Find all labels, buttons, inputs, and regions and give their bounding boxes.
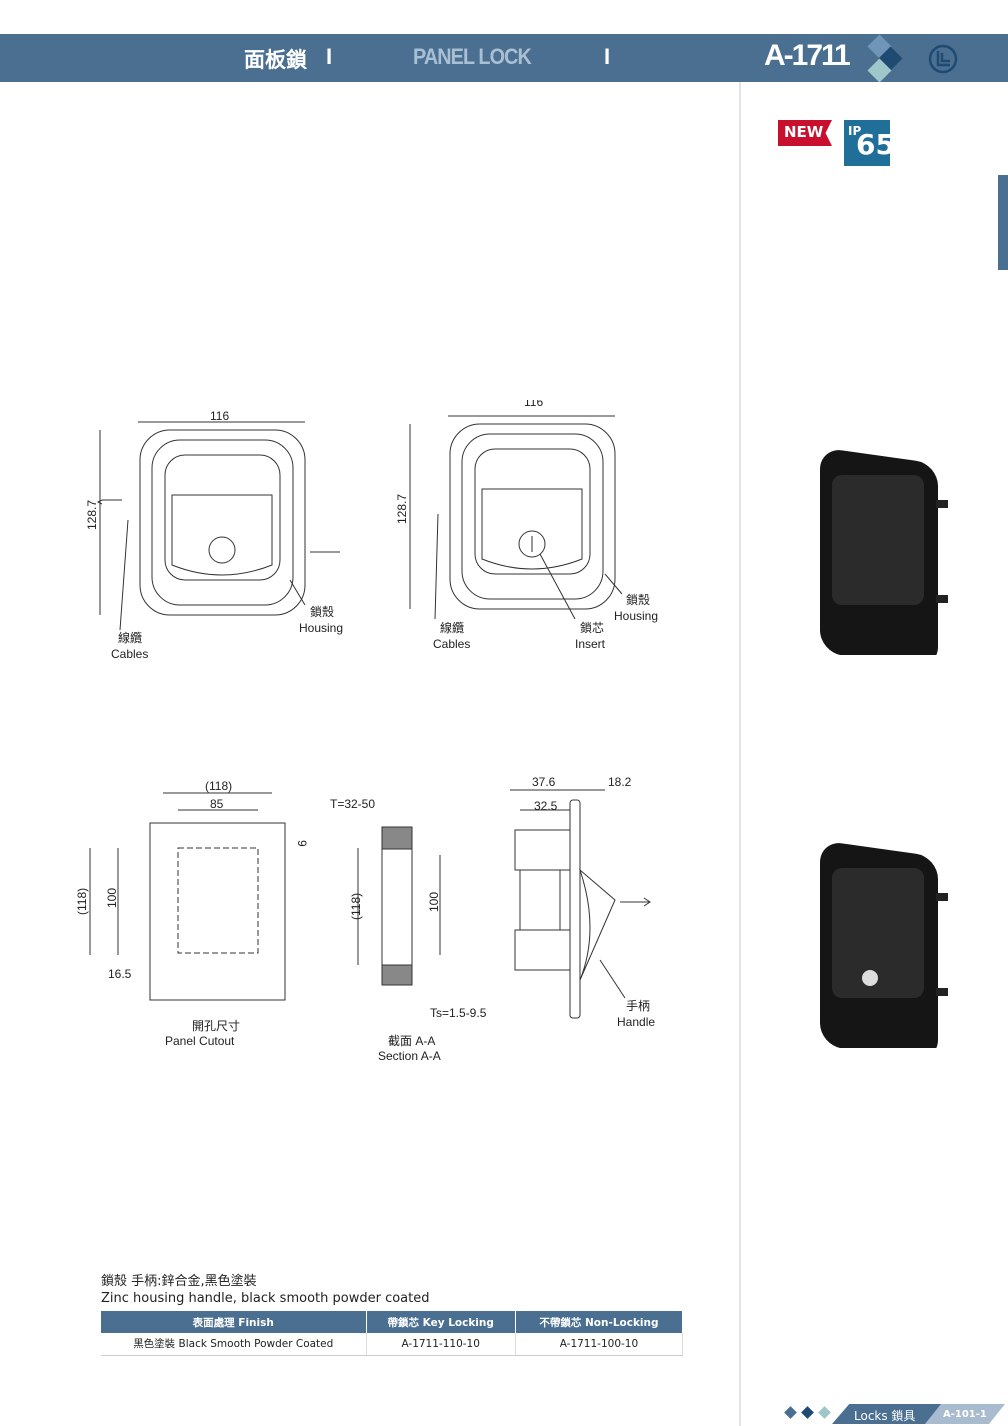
label-handle-en: Handle	[617, 1015, 655, 1029]
header-finish: 表面處理 Finish	[101, 1311, 367, 1333]
drawing-non-locking: 116 128.7 鎖殼 Housing 線纜 Cables	[85, 409, 343, 661]
header-non-locking: 不帶鎖芯 Non-Locking	[515, 1311, 684, 1333]
model-number: A-1711	[764, 39, 851, 72]
dim-d1: 37.6	[532, 775, 556, 789]
footer-section: Locks 鎖具	[832, 1404, 947, 1424]
label-cutout-en: Panel Cutout	[165, 1034, 235, 1048]
cell-non-locking: A-1711-100-10	[515, 1333, 684, 1356]
separator: I	[326, 44, 333, 69]
front-view-drawings: 116 128.7 鎖殼 Housing 線纜 Cables 116 128.7…	[85, 400, 658, 661]
dim-height-outer: (118)	[349, 893, 363, 920]
page-number: A-101-1	[925, 1404, 1005, 1424]
label-section-en: Section A-A	[378, 1049, 441, 1063]
new-badge: NEW	[778, 120, 832, 146]
side-tab	[998, 175, 1008, 270]
side-view-drawing: 37.6 18.2 32.5 手柄 Handle	[510, 775, 655, 1029]
diamond-icon	[801, 1406, 814, 1419]
dim-offset: 16.5	[108, 967, 132, 981]
label-section-cn: 截面 A-A	[388, 1034, 435, 1048]
diamond-icon	[784, 1406, 797, 1419]
divider	[739, 82, 741, 1426]
product-photo-key-locking	[820, 843, 948, 1048]
drawing-key-locking: 116 128.7 鎖殼 Housing 鎖芯 Insert 線纜 Cables	[395, 400, 658, 651]
panel-cutout-drawing: (118) 85 9 (118) 100 16.5 開孔尺寸 Panel Cut…	[75, 779, 309, 1048]
dim-d3: 32.5	[534, 799, 558, 813]
dim-height-inner: 100	[105, 888, 119, 908]
spec-en: Zinc housing handle, black smooth powder…	[101, 1291, 430, 1306]
label-cables-en: Cables	[111, 647, 148, 661]
detail-drawings: (118) 85 9 (118) 100 16.5 開孔尺寸 Panel Cut…	[75, 775, 655, 1063]
dim-width: 116	[210, 409, 229, 423]
dim-inner: 85	[210, 797, 224, 811]
label-handle-cn: 手柄	[626, 999, 650, 1013]
brand-logo-icon	[928, 44, 958, 74]
cell-key-locking: A-1711-110-10	[366, 1333, 516, 1356]
ip-prefix: IP	[848, 124, 862, 138]
dim-thickness: T=32-50	[330, 797, 375, 811]
dim-height-inner: 100	[427, 892, 441, 912]
label-cutout-cn: 開孔尺寸	[192, 1019, 240, 1033]
label-cables-cn: 線纜	[118, 630, 142, 645]
dim-ts: Ts=1.5-9.5	[430, 1006, 487, 1020]
header-key-locking: 帶鎖芯 Key Locking	[366, 1311, 516, 1333]
dim-height: 128.7	[85, 500, 99, 530]
label-housing-cn: 鎖殼	[310, 604, 334, 619]
header-bar: 面板鎖 I PANEL LOCK I A-1711	[0, 34, 1008, 82]
label-cables-en: Cables	[433, 637, 470, 651]
label-insert-cn: 鎖芯	[580, 620, 604, 635]
dim-d2: 18.2	[608, 775, 632, 789]
title-en: PANEL LOCK	[413, 44, 532, 69]
ip-value: 65	[856, 128, 895, 161]
dim-gap: 9	[295, 840, 309, 847]
label-insert-en: Insert	[575, 637, 606, 651]
label-cables-cn: 線纜	[440, 620, 464, 635]
label-housing-en: Housing	[299, 621, 343, 635]
material-spec: 鎖殼 手柄:鋅合金,黑色塗裝 Zinc housing handle, blac…	[101, 1273, 429, 1307]
cell-finish: 黑色塗裝 Black Smooth Powder Coated	[101, 1333, 367, 1356]
title-cn: 面板鎖	[244, 49, 307, 72]
separator: I	[604, 44, 611, 69]
dim-outer: (118)	[205, 779, 232, 793]
dim-height: 128.7	[395, 494, 409, 524]
diamond-icon	[818, 1406, 831, 1419]
spec-cn: 鎖殼 手柄:鋅合金,黑色塗裝	[101, 1274, 257, 1289]
dim-height-outer: (118)	[75, 888, 89, 915]
label-housing-en: Housing	[614, 609, 658, 623]
section-drawing: T=32-50 (118) 100 Ts=1.5-9.5 截面 A-A Sect…	[330, 797, 487, 1063]
label-housing-cn: 鎖殼	[626, 592, 650, 607]
dim-width: 116	[524, 400, 543, 409]
product-photo-non-locking	[820, 450, 948, 655]
